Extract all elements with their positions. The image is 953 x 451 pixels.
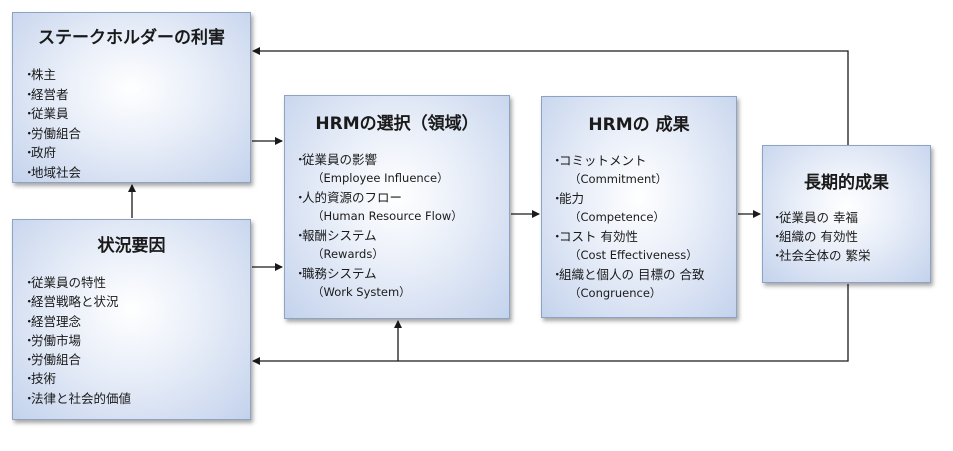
hrm-policy-choices-title: HRMの選択（領域） (315, 114, 479, 134)
long-term-consequences-box: 長期的成果 ・従業員の 幸福 ・組織の 有効性 ・社会全体の 繁栄 (762, 145, 931, 283)
list-item: ・政府 (23, 145, 57, 160)
list-item: ・報酬システム（Rewards） (294, 228, 384, 261)
feedback-longterm-to-stakeholders (252, 47, 849, 145)
list-item: ・労働組合 (23, 352, 82, 368)
stakeholder-list: ・株主 ・経営者 ・従業員 ・労働組合 ・政府 ・地域社会 (23, 65, 81, 182)
situational-factors-box: 状況要因 ・従業員の特性 ・経営戦略と状況 ・経営理念 ・労働市場 ・労働組合 … (12, 219, 251, 420)
list-item: ・人的資源のフロー（Human Resource Flow） (294, 190, 463, 223)
long-term-list: ・従業員の 幸福 ・組織の 有効性 ・社会全体の 繁栄 (771, 208, 870, 265)
feedback-longterm-to-situational (252, 284, 849, 365)
long-term-consequences-title: 長期的成果 (804, 173, 889, 193)
list-item: ・法律と社会的価値 (23, 390, 132, 406)
list-item: ・地域社会 (23, 164, 82, 180)
hrm-outcomes-box: HRMの 成果 ・コミットメント（Commitment） ・能力（Compete… (541, 96, 737, 318)
list-item: ・職務システム（Work System） (294, 266, 411, 299)
list-item: ・従業員 (23, 106, 69, 121)
stakeholder-interests-title: ステークホルダーの利害 (38, 28, 225, 48)
list-item: ・技術 (23, 371, 57, 387)
list-item: ・コスト 有効性（Cost Effectiveness） (551, 229, 698, 262)
list-item: ・経営理念 (23, 313, 82, 329)
list-item: ・コミットメント（Commitment） (551, 153, 668, 186)
hrm-outcomes-title: HRMの 成果 (588, 115, 690, 135)
list-item: ・能力（Competence） (551, 191, 665, 224)
list-item: ・従業員の特性 (23, 275, 107, 290)
situational-factors-title: 状況要因 (97, 236, 166, 256)
list-item: ・従業員の影響（Employee Influence） (294, 152, 449, 185)
stakeholder-interests-box: ステークホルダーの利害 ・株主 ・経営者 ・従業員 ・労働組合 ・政府 ・地域社… (12, 12, 251, 183)
hrm-outcomes-list: ・コミットメント（Commitment） ・能力（Competence） ・コス… (551, 151, 704, 303)
hrm-policy-choices-box: HRMの選択（領域） ・従業員の影響（Employee Influence） ・… (284, 95, 510, 319)
hrm-policy-list: ・従業員の影響（Employee Influence） ・人的資源のフロー（Hu… (294, 150, 463, 302)
list-item: ・株主 (23, 67, 57, 82)
list-item: ・組織の 有効性 (771, 229, 858, 244)
list-item: ・労働組合 (23, 125, 82, 141)
list-item: ・従業員の 幸福 (771, 210, 858, 225)
list-item: ・経営者 (23, 86, 69, 102)
list-item: ・経営戦略と状況 (23, 294, 119, 310)
list-item: ・労働市場 (23, 332, 82, 348)
situational-list: ・従業員の特性 ・経営戦略と状況 ・経営理念 ・労働市場 ・労働組合 ・技術 ・… (23, 273, 131, 408)
list-item: ・組織と個人の 目標の 合致（Congruence） (551, 267, 705, 300)
list-item: ・社会全体の 繁栄 (771, 248, 871, 263)
